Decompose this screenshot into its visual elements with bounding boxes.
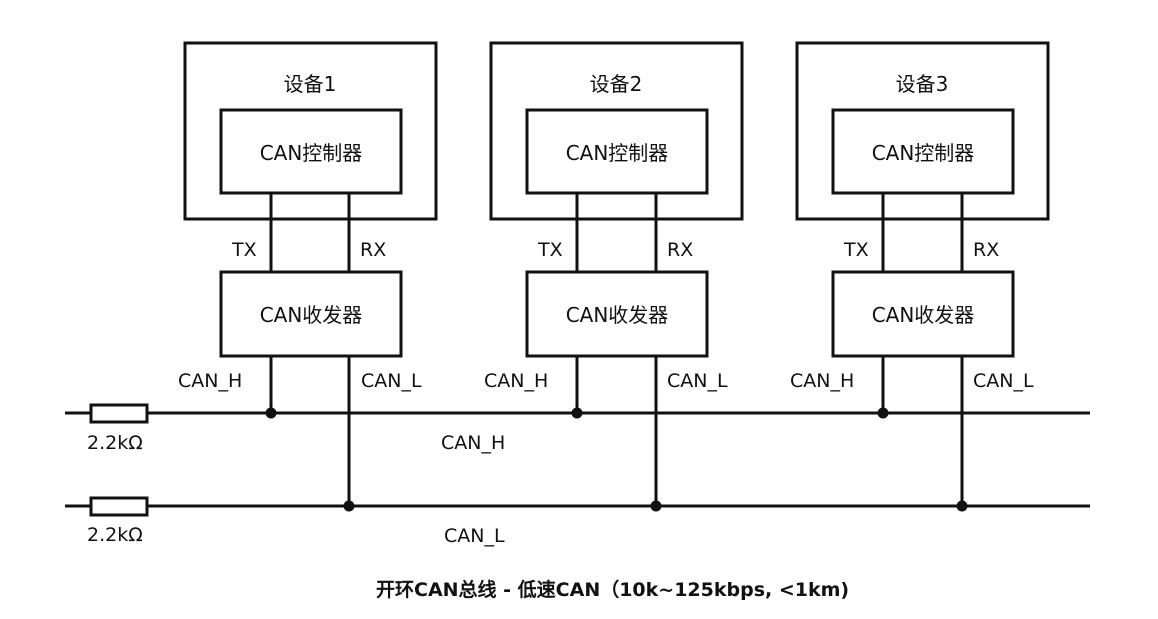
diagram-caption: 开环CAN总线 - 低速CAN（10k~125kbps, <1km) (376, 578, 849, 601)
device-3-can-l-junction (956, 500, 968, 512)
device-3-rx-label: RX (973, 239, 999, 261)
device-1-can-h-junction (265, 407, 277, 419)
resistor-can-h-label: 2.2kΩ (87, 432, 143, 454)
device-1-transceiver-label: CAN收发器 (260, 303, 363, 327)
device-2-can-h-junction (571, 407, 583, 419)
device-1-rx-label: RX (360, 239, 386, 261)
can-h-bus-label: CAN_H (441, 432, 505, 454)
device-2-transceiver-box (525, 270, 709, 358)
device-1-title: 设备1 (284, 72, 337, 96)
device-1: 设备1 CAN控制器 TX RX CAN收发器 CAN_H CAN_L (178, 41, 438, 512)
device-3-can-l-label: CAN_L (973, 370, 1034, 392)
device-2-can-l-label: CAN_L (667, 370, 728, 392)
resistor-can-h (89, 403, 149, 424)
device-3-controller-box (831, 108, 1015, 195)
device-1-controller-label: CAN控制器 (260, 141, 363, 165)
device-3-transceiver-label: CAN收发器 (872, 303, 975, 327)
device-3-title: 设备3 (896, 72, 949, 96)
device-3-tx-label: TX (843, 239, 869, 261)
device-2-tx-label: TX (537, 239, 563, 261)
device-1-can-h-label: CAN_H (178, 370, 242, 392)
device-3: 设备3 CAN控制器 TX RX CAN收发器 CAN_H CAN_L (790, 41, 1050, 512)
device-1-transceiver-box (219, 270, 403, 358)
device-3-can-h-junction (877, 407, 889, 419)
device-3-transceiver-box (831, 270, 1015, 358)
resistor-can-l (89, 496, 149, 517)
device-2-can-l-junction (650, 500, 662, 512)
device-2-controller-label: CAN控制器 (566, 141, 669, 165)
device-3-can-h-label: CAN_H (790, 370, 854, 392)
device-2-rx-label: RX (667, 239, 693, 261)
device-2-can-h-label: CAN_H (484, 370, 548, 392)
device-1-can-l-junction (343, 500, 355, 512)
device-1-controller-box (219, 108, 403, 195)
device-2-controller-box (525, 108, 709, 195)
device-1-can-l-label: CAN_L (361, 370, 422, 392)
resistor-can-l-label: 2.2kΩ (87, 524, 143, 546)
can-l-bus-label: CAN_L (444, 525, 505, 547)
device-1-tx-label: TX (231, 239, 257, 261)
device-2-title: 设备2 (590, 72, 643, 96)
device-2: 设备2 CAN控制器 TX RX CAN收发器 CAN_H CAN_L (484, 41, 744, 512)
device-2-transceiver-label: CAN收发器 (566, 303, 669, 327)
device-3-controller-label: CAN控制器 (872, 141, 975, 165)
